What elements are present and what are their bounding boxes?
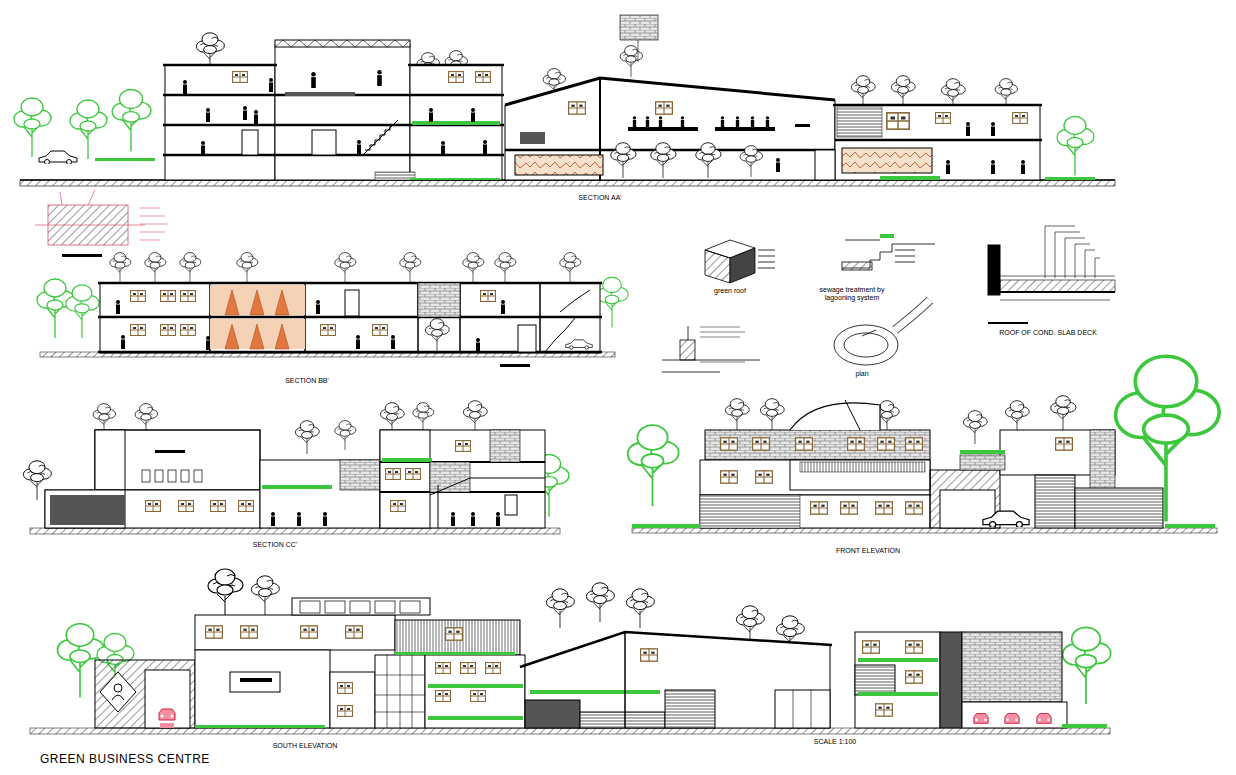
view-label: ROOF OF COND. SLAB DECK	[998, 329, 1098, 337]
view-label: sewage treatment by lagooning system	[809, 286, 895, 302]
stair-detail	[842, 234, 935, 270]
slab-detail	[988, 226, 1115, 324]
lagoon-plan	[834, 300, 930, 365]
view-label: SECTION AA'	[577, 194, 622, 202]
green-roof-detail	[705, 240, 775, 283]
sheet-title: GREEN BUSINESS CENTRE	[40, 752, 210, 766]
view-label: SECTION CC'	[252, 541, 299, 549]
view-label: FRONT ELEVATION	[835, 547, 901, 555]
wall-detail	[35, 190, 168, 257]
view-label: plan	[854, 370, 869, 378]
view-label: green roof	[713, 287, 747, 295]
view-label: SCALE 1:100	[813, 738, 857, 746]
view-label: SECTION BB'	[284, 377, 330, 385]
front-elevation	[628, 356, 1219, 533]
view-label: SOUTH ELEVATION	[272, 742, 339, 750]
footing-detail	[662, 326, 760, 372]
section-aa	[14, 15, 1115, 186]
section-cc	[23, 401, 569, 534]
section-bb	[37, 253, 628, 367]
south-elevation	[30, 569, 1111, 734]
